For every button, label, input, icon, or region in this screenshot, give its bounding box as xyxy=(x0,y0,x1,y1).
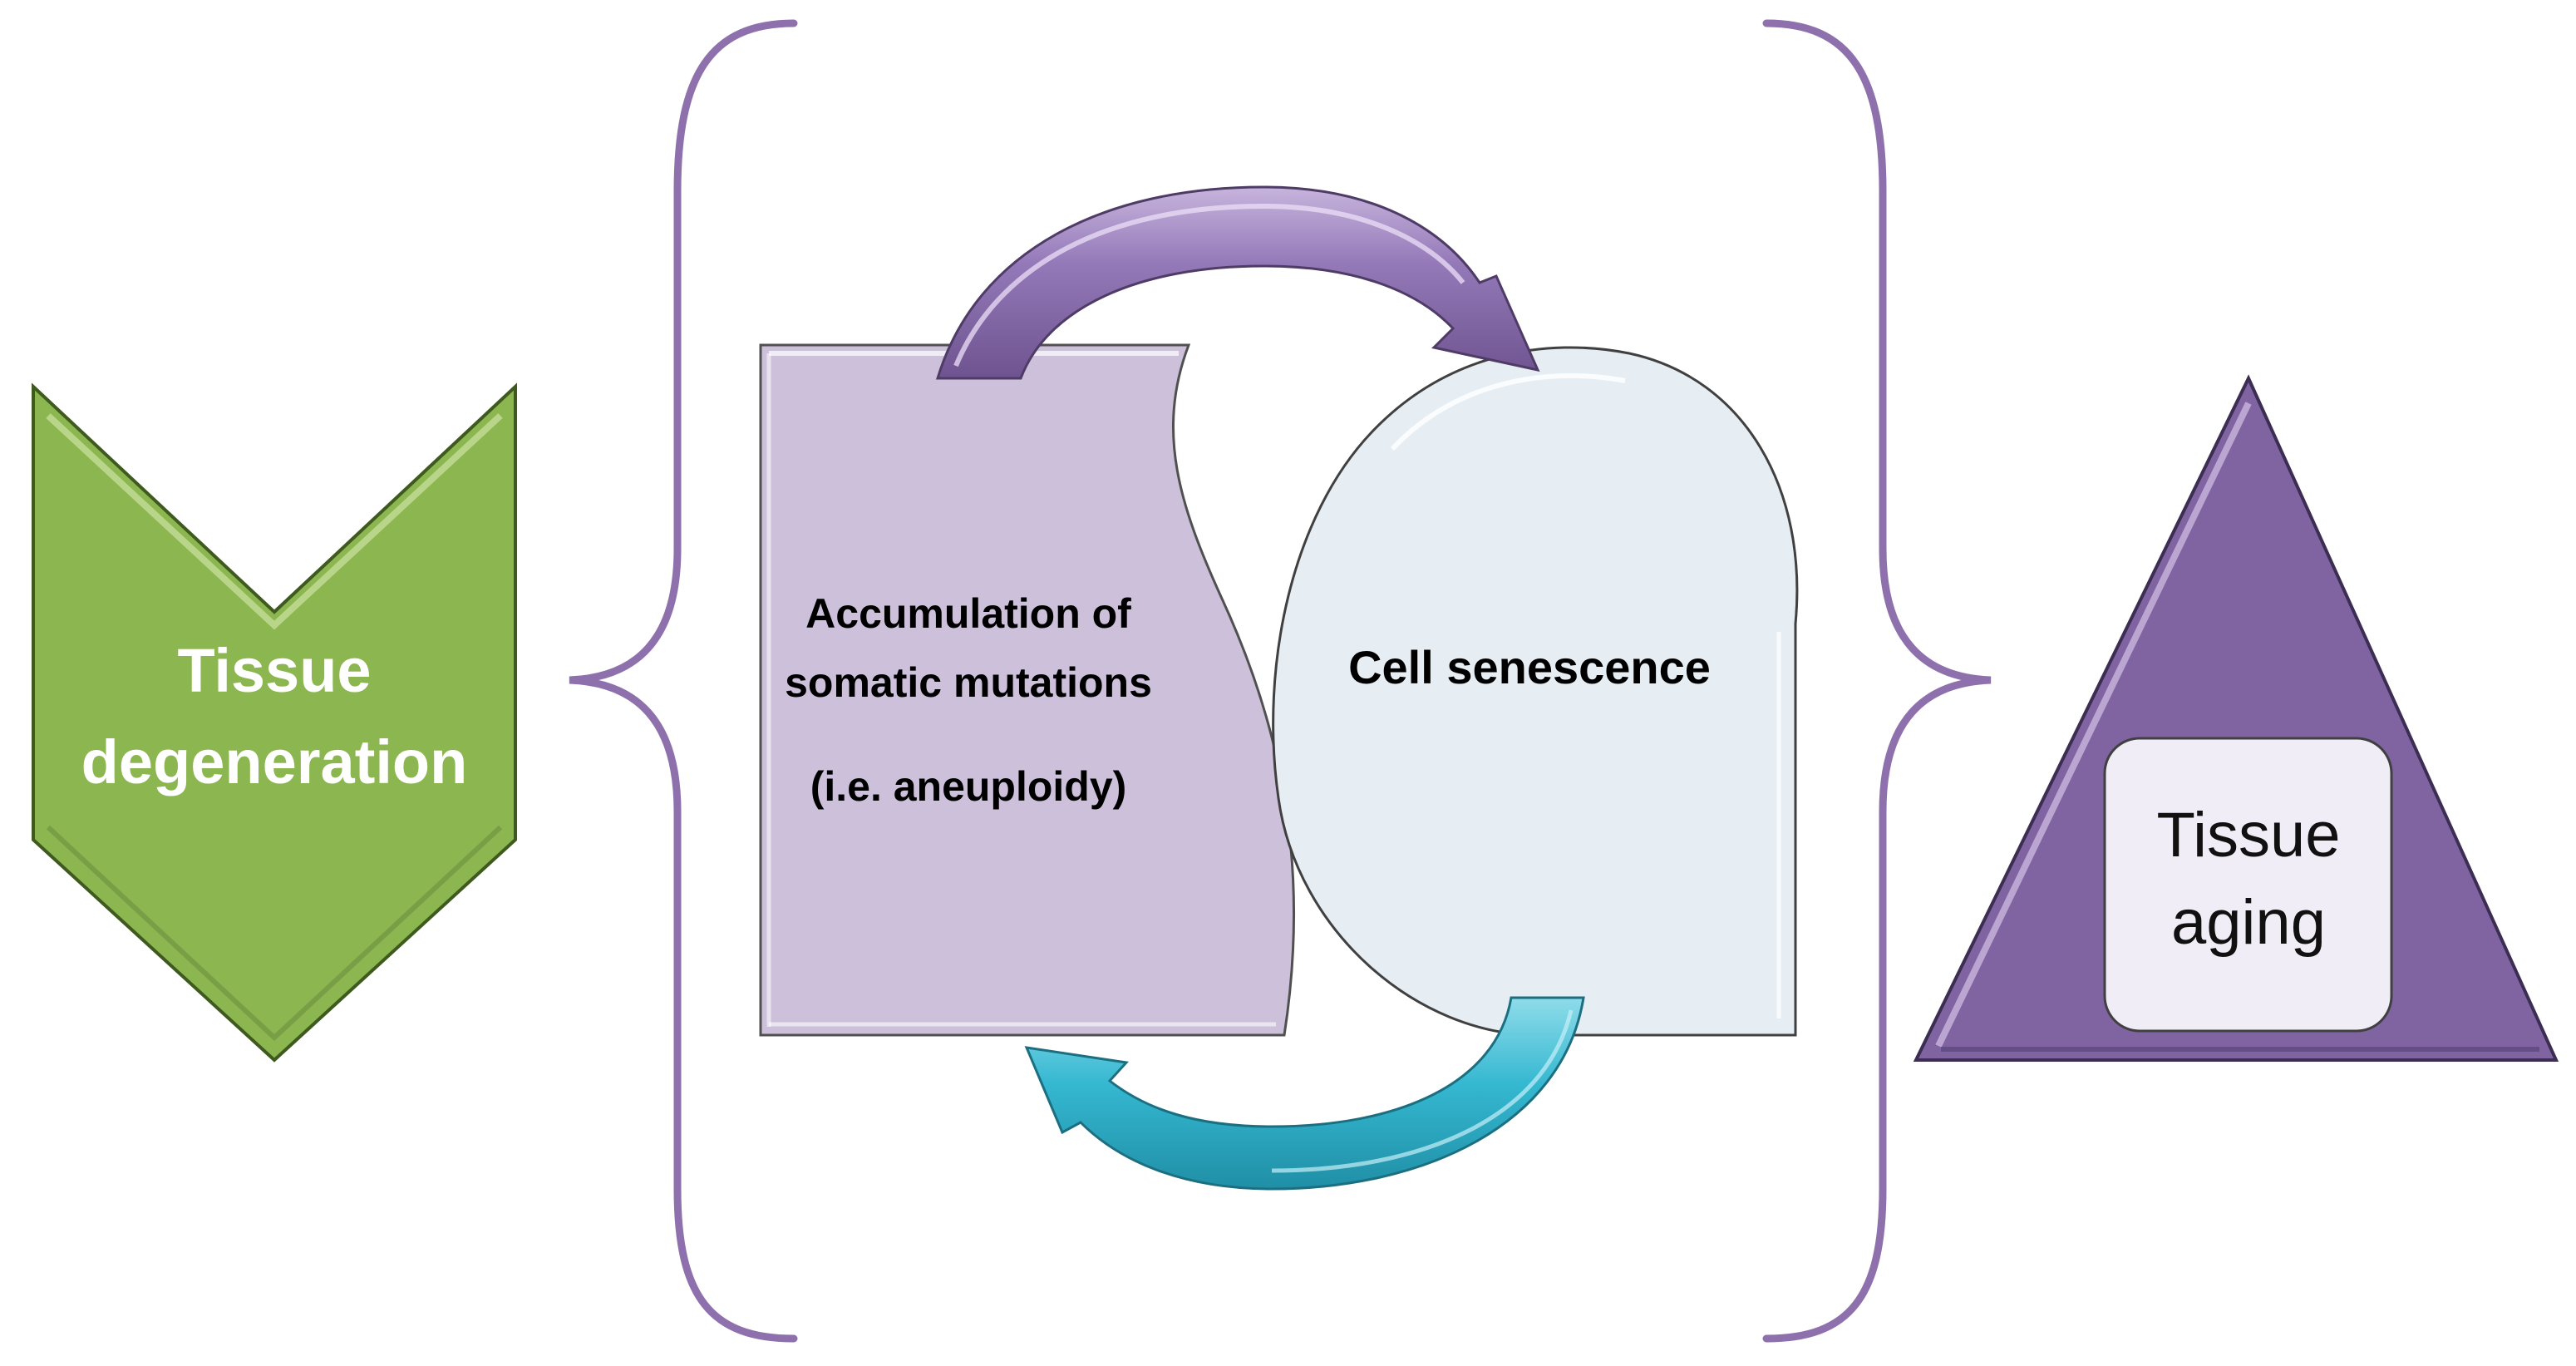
cell-senescence-label: Cell senescence xyxy=(1348,641,1711,693)
tissue-aging-triangle xyxy=(1913,374,2559,1062)
bottom-curved-arrow xyxy=(1024,996,1585,1191)
somatic-mutations-box xyxy=(759,343,1295,1037)
mutations-label-line1: Accumulation of xyxy=(805,590,1131,637)
mutations-label-line2: somatic mutations xyxy=(785,659,1152,706)
tissue-aging-label-box xyxy=(2103,737,2393,1033)
tissue-degeneration-label-line1: Tissue xyxy=(177,636,371,705)
tissue-degeneration-label-line2: degeneration xyxy=(81,727,468,796)
mutations-label-line3: (i.e. aneuploidy) xyxy=(810,763,1127,810)
top-curved-arrow xyxy=(935,185,1540,380)
tissue-degeneration-chevron xyxy=(32,382,517,1063)
cell-senescence-shape xyxy=(1272,346,1799,1037)
tissue-aging-label-line1: Tissue xyxy=(2156,800,2340,870)
right-brace xyxy=(1762,19,1992,1343)
tissue-aging-label-line2: aging xyxy=(2171,887,2326,958)
left-brace xyxy=(569,19,798,1343)
